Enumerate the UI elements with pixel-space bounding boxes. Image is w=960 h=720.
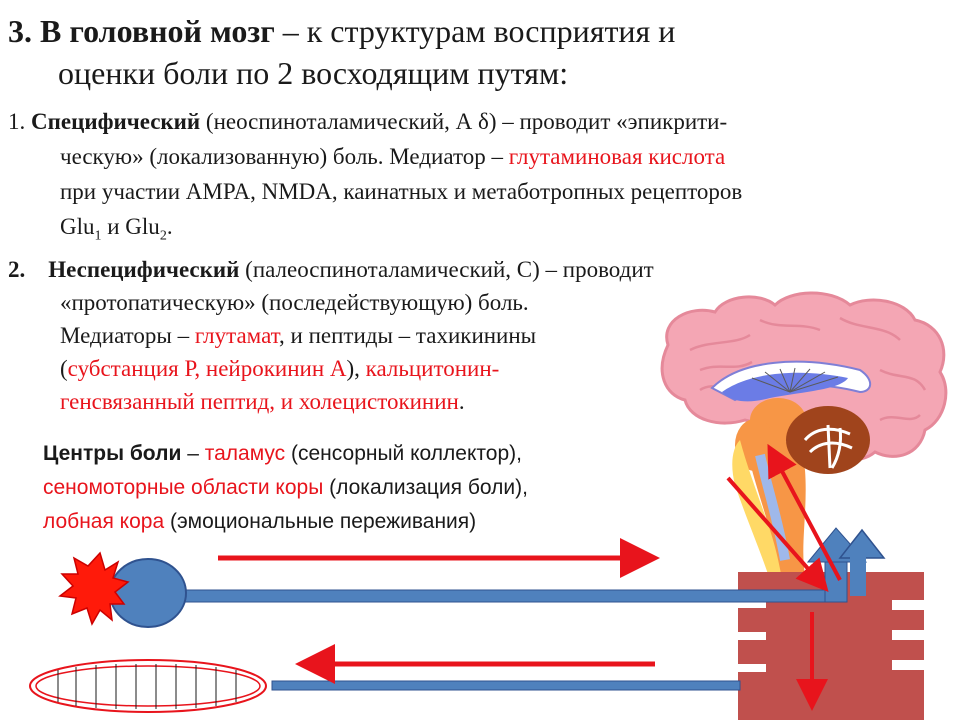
path2-line4a: ( [60,356,68,381]
arrow-ascending-icon [767,443,842,581]
title-rest: – к структурам восприятия и [274,13,676,49]
path1-line2: ческую» (локализованную) боль. Медиатор … [60,144,509,169]
path1-line3: при участии AMPA, NMDA, каинатных и мета… [60,179,743,204]
afferent-neuron-icon [109,527,886,628]
path1-mediator: глутаминовая кислота [508,144,726,169]
centers-sensomotor-note: (локализация боли), [323,476,528,499]
path1-desc: (неоспиноталамический, А δ) – проводит «… [200,109,728,134]
path2-number: 2. [8,257,49,282]
path1-name: Специфический [31,109,201,134]
path2-line4b: ), [346,356,366,381]
pain-star-icon [58,551,130,626]
arrow-ascending-2-icon [726,476,829,592]
path1-glu-mid: и Glu [101,214,160,239]
path2-line5: генсвязанный пептид, и холецистокинин [60,389,459,414]
centers-dash: – [181,442,205,465]
title-line2: оценки боли по 2 восходящим путям: [58,55,569,91]
centers-frontal: лобная кора [43,510,165,533]
specific-path-paragraph: 1. Специфический (неоспиноталамический, … [8,104,948,254]
centers-label: Центры боли [43,442,182,465]
path1-glu: Glu [60,214,95,239]
centers-sensomotor: сеномоторные области коры [43,476,324,499]
path2-line5-end: . [458,389,465,414]
path2-line3a: Медиаторы – [60,323,195,348]
path1-glu-sub2: 2 [159,228,167,244]
muscle-fiber-icon [29,659,267,713]
centers-thalamus-note: (сенсорный коллектор), [285,442,522,465]
path2-desc: (палеоспиноталамический, С) – проводит [239,257,654,282]
centers-thalamus: таламус [204,442,286,465]
page-title: 3. В головной мозг – к структурам воспри… [8,10,948,94]
title-number: 3. В головной мозг [8,13,275,49]
path2-line2: «протопатическую» (последействующую) бол… [60,290,529,315]
path2-glutamate: глутамат [194,323,280,348]
path2-substance-p: субстанция Р, нейрокинин А [67,356,347,381]
path1-number: 1. [8,109,31,134]
spinal-cord-icon [690,572,924,720]
neuron-body-icon [109,558,187,628]
path2-name: Неспецифический [48,257,240,282]
efferent-neuron-icon [271,680,741,691]
path1-glu-sub1: 1 [94,228,102,244]
path1-glu-end: . [166,214,173,239]
path2-calcitonin: кальцитонин- [365,356,500,381]
nonspecific-path-paragraph: 2. Неспецифический (палеоспиноталамическ… [8,253,948,418]
pain-centers-block: Центры боли – таламус (сенсорный коллект… [43,437,683,539]
path2-line3b: , и пептиды – тахикинины [279,323,537,348]
centers-frontal-note: (эмоциональные переживания) [164,510,477,533]
